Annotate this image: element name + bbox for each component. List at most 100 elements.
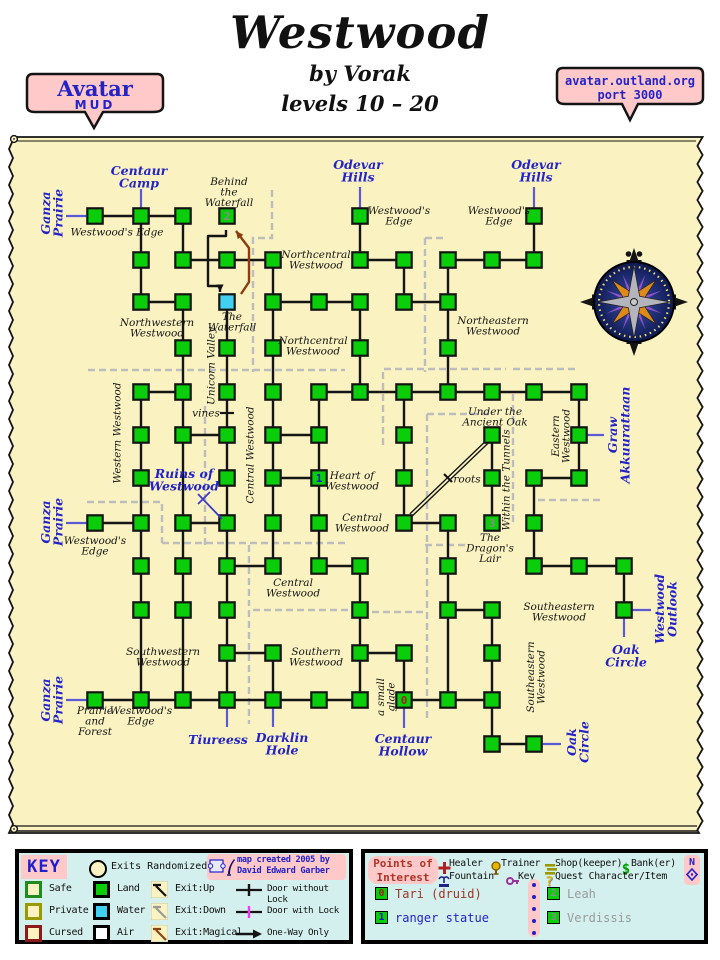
door-icon xyxy=(235,927,263,941)
area-label: Westwood's Edge xyxy=(70,226,163,238)
map-room xyxy=(439,514,457,532)
map-room xyxy=(310,383,328,401)
exits-randomized-icon xyxy=(89,860,107,878)
map-room xyxy=(264,644,282,662)
divider-dot xyxy=(532,895,536,899)
compass-rose-icon xyxy=(580,248,688,356)
shop-icon-slot xyxy=(543,857,557,875)
bank-icon: $ xyxy=(622,861,630,877)
room-number-3: 3 xyxy=(489,517,496,530)
map-room xyxy=(218,557,236,575)
zone-boundary xyxy=(381,367,506,445)
quest-icon: ?? xyxy=(545,875,554,891)
legend-label: Air xyxy=(117,927,134,938)
map-room xyxy=(439,601,457,619)
map-room xyxy=(174,426,192,444)
map-room xyxy=(525,251,543,269)
map-room xyxy=(310,293,328,311)
map-room xyxy=(570,383,588,401)
fountain-icon xyxy=(438,875,450,887)
compass-pointer xyxy=(629,343,639,356)
north-mini-compass-icon: N xyxy=(684,855,700,885)
zone-exit-label: GanzaPrairie xyxy=(38,189,66,238)
badge-mud-label: MUD xyxy=(75,98,116,112)
map-room xyxy=(174,691,192,709)
map-room xyxy=(395,426,413,444)
map-room xyxy=(439,691,457,709)
map-room xyxy=(570,426,588,444)
map-room xyxy=(395,251,413,269)
map-room xyxy=(351,251,369,269)
scroll-corner-curl xyxy=(13,138,15,140)
map-room xyxy=(132,383,150,401)
exit-icon-exitup xyxy=(151,881,168,898)
exit-glyph xyxy=(151,925,168,942)
compass-pointer xyxy=(629,248,639,261)
map-room xyxy=(174,601,192,619)
server-host: avatar.outland.org xyxy=(565,74,695,88)
map-room xyxy=(483,644,501,662)
key-title: KEY xyxy=(21,855,67,879)
svg-text:?: ? xyxy=(545,875,553,888)
legend-swatch-water xyxy=(93,903,110,920)
map-room xyxy=(439,251,457,269)
legend-label: One-Way Only xyxy=(267,927,329,938)
map-room xyxy=(174,383,192,401)
legend-swatch-cursed xyxy=(25,925,42,942)
room-number-2: 2 xyxy=(224,210,231,223)
credit-line1: map created 2005 by xyxy=(237,855,330,865)
legend-swatch-air xyxy=(93,925,110,942)
map-room xyxy=(218,469,236,487)
legend-label: Cursed xyxy=(49,927,83,938)
map-room xyxy=(264,469,282,487)
map-room xyxy=(264,691,282,709)
credit-line2: David Edward Garber xyxy=(237,865,330,876)
svg-text:$: $ xyxy=(622,861,630,875)
room-number-1: 1 xyxy=(316,472,323,485)
map-room xyxy=(525,383,543,401)
map-room xyxy=(395,691,413,709)
svg-text:?: ? xyxy=(546,875,554,888)
area-label: a smallglade xyxy=(375,678,398,716)
compass-pointer xyxy=(580,297,593,307)
zone-exit-label: Tiureess xyxy=(188,732,248,747)
map-room xyxy=(525,469,543,487)
badge-avatar-label: Avatar xyxy=(56,76,134,101)
zone-exit-label: WestwoodOutlook xyxy=(652,574,680,644)
map-room xyxy=(132,601,150,619)
map-room xyxy=(264,293,282,311)
map-room xyxy=(132,557,150,575)
trainer-icon-slot xyxy=(489,857,503,875)
map-room xyxy=(395,644,413,662)
mini-diamond-icon xyxy=(685,867,699,882)
zone-exit-label: GrawAkkuurattaan xyxy=(605,387,633,485)
legend-swatch-private xyxy=(25,903,42,920)
zone-boundary xyxy=(251,190,274,372)
exit-glyph xyxy=(151,881,168,898)
map-room xyxy=(570,557,588,575)
area-label: Unicorn Valley xyxy=(205,326,217,405)
map-room xyxy=(264,514,282,532)
map-room xyxy=(132,691,150,709)
exits-randomized-label: Exits Randomized xyxy=(111,861,208,872)
map-room xyxy=(132,426,150,444)
poi-service-label: Trainer xyxy=(501,858,541,869)
map-room xyxy=(615,601,633,619)
badge-shape xyxy=(555,66,705,123)
map-room xyxy=(351,557,369,575)
map-room xyxy=(86,691,104,709)
legend-label: Safe xyxy=(49,883,72,894)
map-room xyxy=(132,469,150,487)
map-room xyxy=(351,644,369,662)
shop-icon xyxy=(545,863,557,875)
map-room xyxy=(132,251,150,269)
poi-service-label: Fountain xyxy=(449,871,494,882)
zone-exit-label: GanzaPrairie xyxy=(38,498,66,547)
